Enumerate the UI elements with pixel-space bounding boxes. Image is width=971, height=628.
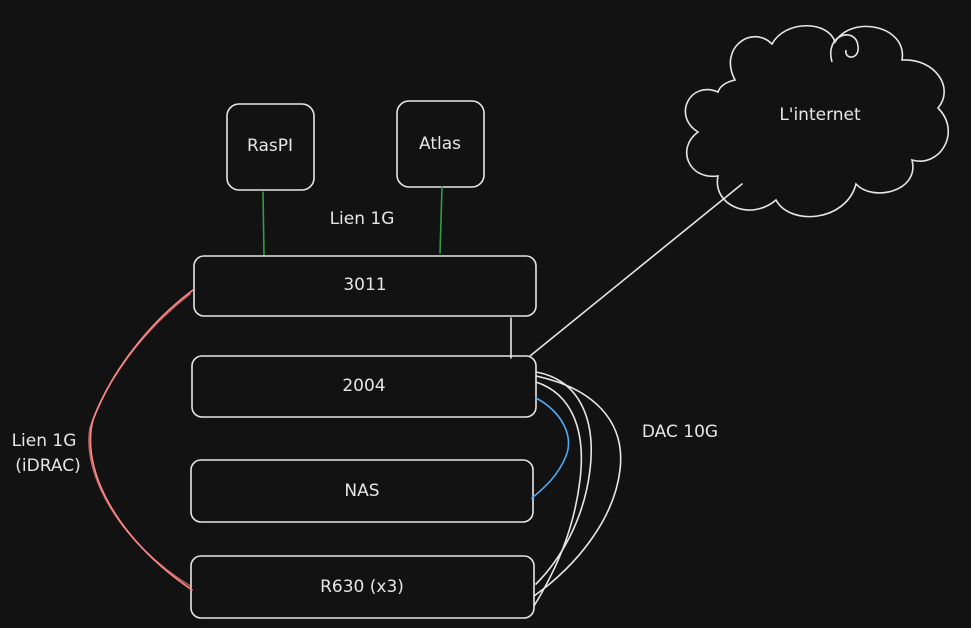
switch-2004-box: [191, 355, 537, 418]
idrac-link: [89, 289, 194, 591]
internet-label: L'internet: [779, 105, 861, 125]
switch-3011-label: 3011: [343, 275, 386, 295]
nas-label: NAS: [344, 481, 379, 501]
dac-10g-label: DAC 10G: [642, 422, 718, 442]
atlas-box: [396, 100, 485, 188]
r630-box: [190, 555, 535, 619]
internet-cloud-shape: [684, 24, 949, 218]
raspi-box: [226, 103, 315, 191]
raspi-label: RasPI: [247, 136, 293, 156]
dac-10g-link-1: [535, 371, 592, 585]
atlas-3011-link: [439, 186, 443, 254]
internet-link: [529, 183, 743, 357]
internet-cloud-curl: [829, 34, 859, 63]
nas-box: [190, 459, 534, 523]
switch-2004-label: 2004: [342, 376, 385, 396]
dac-10g-link-3: [533, 381, 583, 607]
idrac-link-shadow: [88, 293, 191, 587]
switch-3011-box: [193, 255, 537, 317]
lien-1g-idrac-label-line2: (iDRAC): [15, 456, 80, 476]
dac-10g-link-2: [533, 375, 622, 597]
atlas-label: Atlas: [419, 134, 461, 154]
r630-label: R630 (x3): [320, 577, 404, 597]
raspi-3011-link: [262, 191, 265, 257]
lien-1g-idrac-label-line1: Lien 1G: [12, 431, 77, 451]
lien-1g-label: Lien 1G: [330, 209, 395, 229]
nas-link: [531, 397, 570, 499]
